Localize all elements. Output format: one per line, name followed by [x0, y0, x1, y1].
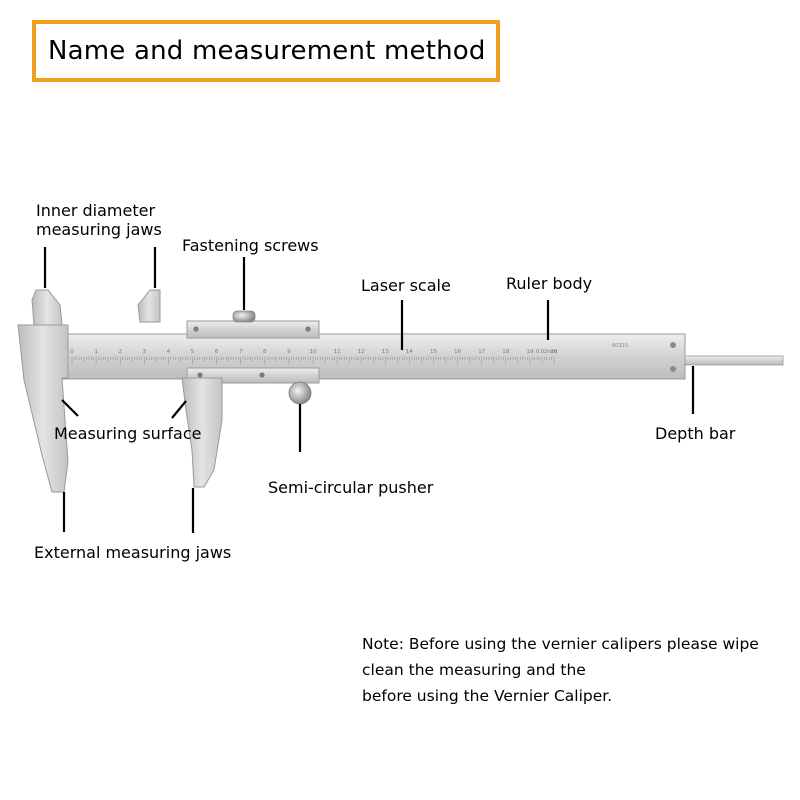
scale-number: 16 [454, 349, 461, 355]
label-inner-diameter-jaws: Inner diameter measuring jaws [36, 201, 162, 239]
usage-note: Note: Before using the vernier calipers … [362, 631, 792, 709]
external-jaw-moving [181, 377, 223, 488]
depth-bar [679, 355, 784, 366]
inner-jaw-fixed [31, 289, 63, 326]
scale-number: 19 [526, 349, 533, 355]
slider-top [186, 320, 320, 339]
scale-number: 5 [191, 349, 195, 355]
leader-measuring-surface-right [171, 400, 187, 419]
scale-number: 10 [310, 349, 317, 355]
label-fastening-screws: Fastening screws [182, 236, 319, 255]
scale-number: 3 [143, 349, 147, 355]
ruler-end-screw [670, 342, 676, 348]
scale-number: 12 [358, 349, 365, 355]
scale-number: 0 [70, 349, 74, 355]
scale-number: 14 [406, 349, 413, 355]
scale-number: 7 [239, 349, 243, 355]
note-line-1: Note: Before using the vernier calipers … [362, 635, 759, 653]
scale-number: 8 [263, 349, 267, 355]
label-semi-circular-pusher: Semi-circular pusher [268, 478, 434, 497]
label-laser-scale: Laser scale [361, 276, 451, 295]
fastening-screw [232, 310, 256, 323]
label-measuring-surface: Measuring surface [54, 424, 202, 443]
semi-circular-pusher [288, 381, 312, 405]
label-depth-bar: Depth bar [655, 424, 736, 443]
main-scale [71, 357, 555, 364]
note-line-2: clean the measuring and the [362, 661, 586, 679]
label-ruler-body: Ruler body [506, 274, 593, 293]
scale-spec: 0.02mm [536, 349, 557, 355]
inner-jaw-moving [137, 289, 161, 323]
scale-number: 18 [502, 349, 509, 355]
scale-number: 4 [167, 349, 171, 355]
scale-number: 11 [334, 349, 341, 355]
scale-number: 2 [118, 349, 122, 355]
scale-number: 15 [430, 349, 437, 355]
title-box: Name and measurement method [32, 20, 500, 82]
page-title: Name and measurement method [48, 36, 486, 66]
scale-number: 13 [382, 349, 389, 355]
scale-serial: 60310 [612, 343, 628, 349]
scale-number: 1 [94, 349, 98, 355]
note-line-3: before using the Vernier Caliper. [362, 687, 613, 705]
scale-number: 17 [478, 349, 485, 355]
ruler-end-screw [670, 366, 676, 372]
ruler-body [61, 333, 686, 380]
scale-number: 6 [215, 349, 219, 355]
leader-measuring-surface-left [61, 399, 79, 417]
fixed-jaw [17, 324, 69, 493]
label-external-measuring-jaws: External measuring jaws [34, 543, 232, 562]
scale-number: 9 [287, 349, 291, 355]
scale-number: 20 [551, 349, 558, 355]
